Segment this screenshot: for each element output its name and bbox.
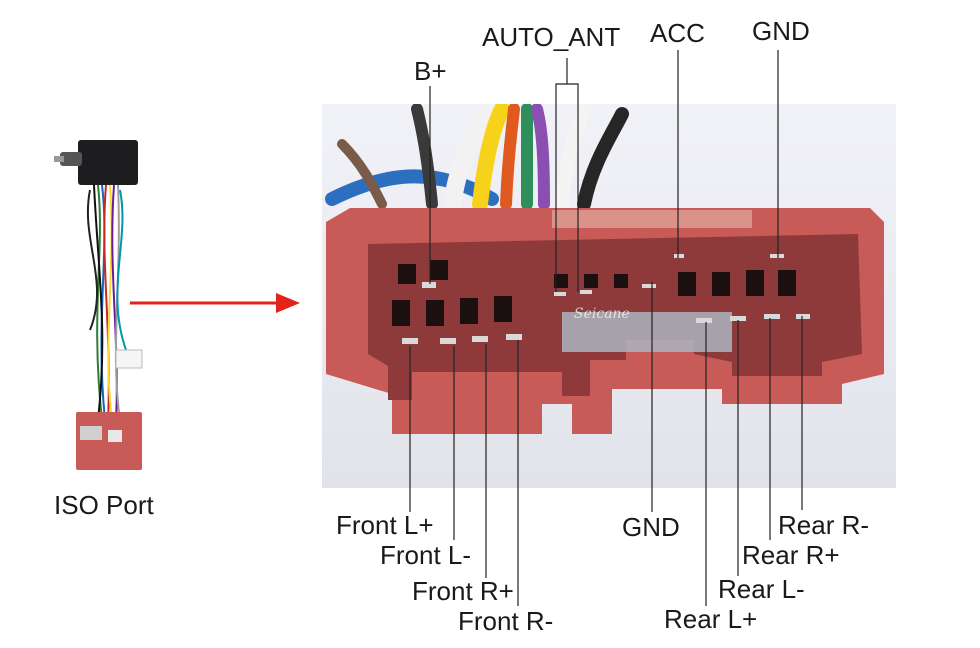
watermark: Seicane: [574, 306, 630, 322]
label-front-r-plus: Front R+: [412, 576, 514, 606]
label-front-r-minus: Front R-: [458, 606, 554, 636]
label-auto-ant: AUTO_ANT: [482, 22, 621, 52]
antenna-tip: [54, 156, 64, 162]
connector-illustration: [325, 104, 884, 434]
pointer-arrow: [130, 293, 300, 313]
label-b-plus: B+: [414, 56, 447, 86]
metal-contacts: [402, 254, 810, 344]
label-front-l-minus: Front L-: [380, 540, 472, 570]
iso-port-label: ISO Port: [54, 490, 154, 520]
label-gnd-bottom: GND: [622, 512, 680, 542]
arrow-head: [276, 293, 300, 313]
harness-connector-slot-2: [108, 430, 122, 442]
label-front-l-plus: Front L+: [336, 510, 434, 540]
label-gnd-top: GND: [752, 16, 810, 46]
antenna-plug: [60, 152, 82, 166]
harness-thumbnail: [54, 140, 143, 470]
label-rear-r-plus: Rear R+: [742, 540, 840, 570]
pin-slots-top: [398, 260, 796, 296]
pin-slots-middle: [392, 296, 512, 326]
label-rear-r-minus: Rear R-: [778, 510, 870, 540]
connector-sticker: [552, 210, 752, 228]
leader-auto-ant: [555, 83, 579, 292]
harness-box: [78, 140, 138, 185]
label-rear-l-minus: Rear L-: [718, 574, 805, 604]
label-rear-l-plus: Rear L+: [664, 604, 758, 634]
small-label-tag: [115, 349, 143, 369]
wire-bundle: [86, 184, 127, 421]
harness-connector-slot-1: [80, 426, 102, 440]
label-acc: ACC: [650, 18, 705, 48]
background-wires: [325, 104, 629, 213]
